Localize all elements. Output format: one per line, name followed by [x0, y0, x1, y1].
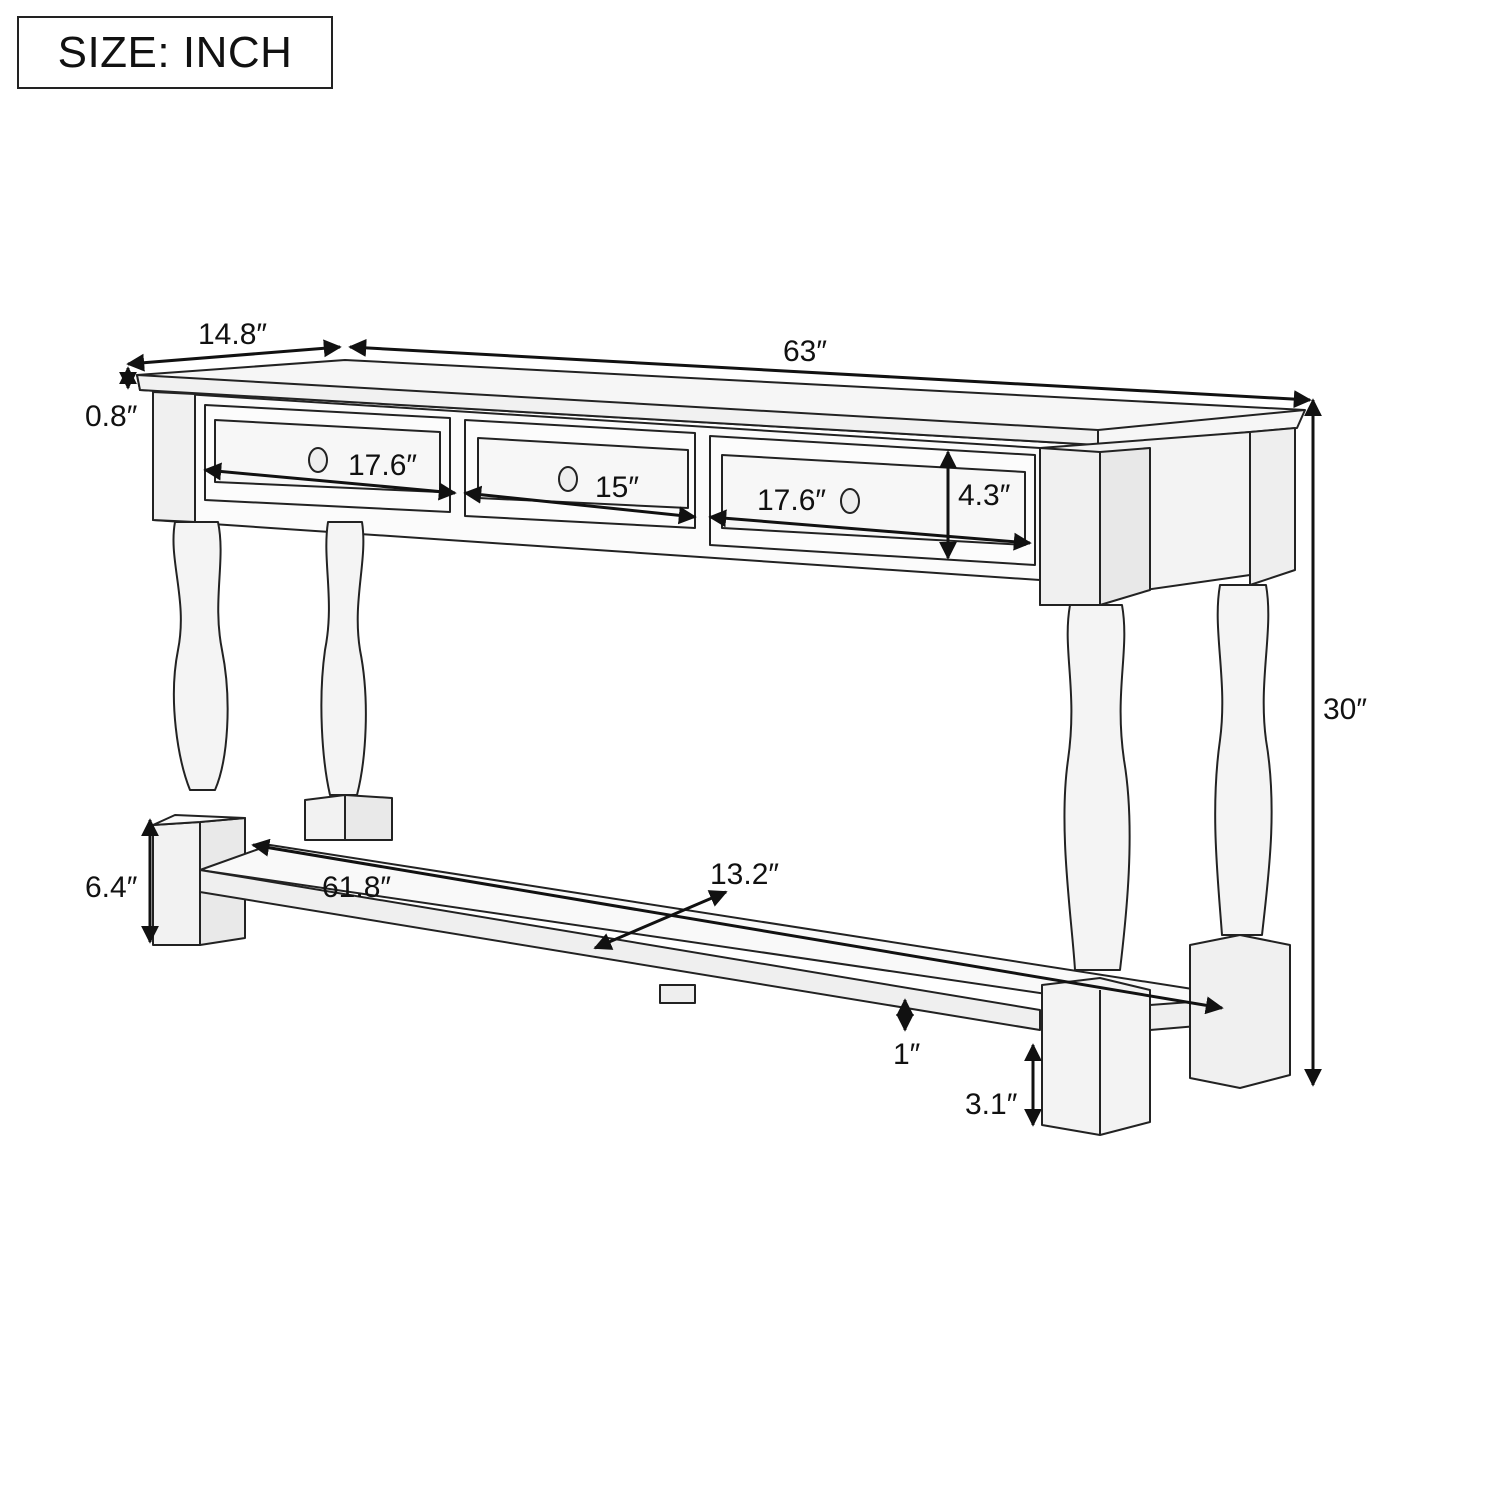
label-top-thickness: 0.8″	[85, 400, 138, 433]
dim-arrow-drawer-right	[708, 509, 1032, 551]
label-base-block-height: 6.4″	[85, 871, 138, 904]
unit-label: SIZE: INCH	[57, 27, 293, 77]
label-drawer-left-width: 17.6″	[348, 449, 418, 482]
leg-back-right	[1214, 584, 1273, 936]
dim-arrow-top-depth	[126, 339, 342, 372]
leg-front-right	[1063, 604, 1131, 971]
base-block-back-left	[304, 794, 393, 841]
base-block-front-left	[152, 814, 246, 946]
label-drawer-right-width: 17.6″	[757, 484, 827, 517]
leg-back-left	[320, 521, 367, 796]
label-top-length: 63″	[783, 335, 827, 368]
label-drawer-center-width: 15″	[595, 471, 639, 504]
leg-front-left	[172, 521, 229, 791]
label-overall-height: 30″	[1323, 693, 1367, 726]
label-top-depth: 14.8″	[198, 318, 268, 351]
dim-arrow-shelf-depth	[593, 890, 728, 950]
drawer-center	[464, 419, 696, 529]
label-shelf-thickness: 1″	[893, 1038, 921, 1071]
label-shelf-length: 61.8″	[322, 871, 392, 904]
dim-arrow-drawer-center	[463, 485, 697, 525]
label-shelf-clearance: 3.1″	[965, 1088, 1018, 1121]
base-block-front-right	[1041, 977, 1151, 1136]
dim-arrow-top-length	[348, 338, 1312, 409]
label-drawer-height: 4.3″	[958, 479, 1011, 512]
unit-label-box: SIZE: INCH	[17, 16, 333, 89]
dim-arrow-drawer-left	[203, 462, 457, 501]
dim-arrow-shelf-length	[251, 838, 1224, 1015]
base-block-back-right	[1189, 934, 1291, 1089]
label-shelf-depth: 13.2″	[710, 858, 780, 891]
